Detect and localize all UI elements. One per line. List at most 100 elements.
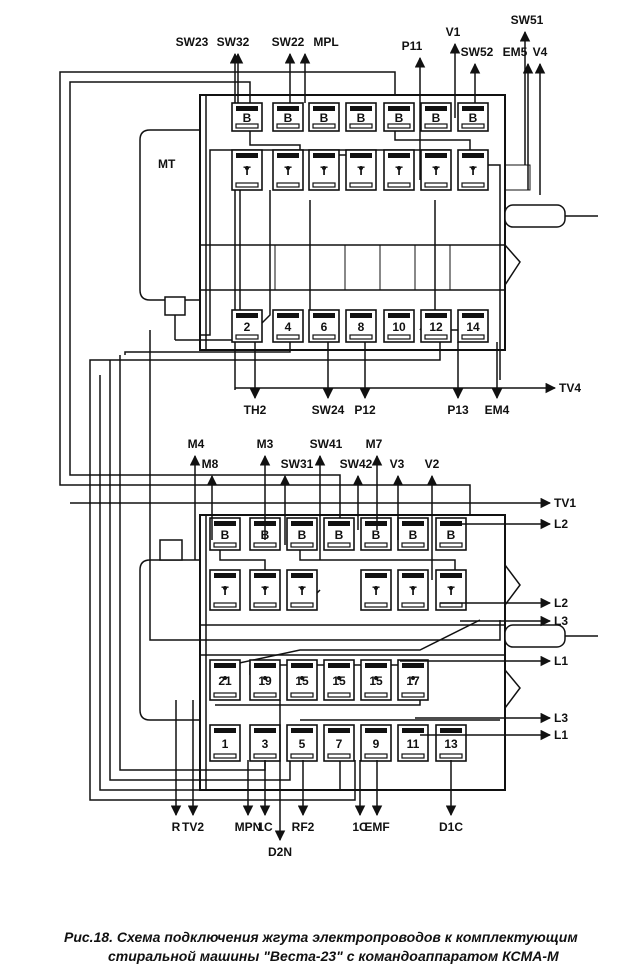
lead-tv4: TV4 [559,381,581,395]
lead-1c-right: 1C [352,820,368,834]
bottom-lower-terminal-13: 13 [435,724,467,762]
top-num-terminal-14: 14 [457,309,489,343]
bottom-lower-terminal-7-label: 7 [336,737,343,751]
lead-r: R [172,820,181,834]
bottom-lower-terminal-11: 11 [397,724,429,762]
top-t-terminal-2: T [272,149,304,191]
top-b-terminal-1-label: B [243,111,252,125]
top-num-terminal-2-label: 2 [244,320,251,334]
bottom-b-terminal-4-label: B [335,528,344,542]
lead-em5: EM5 [503,45,528,59]
bottom-lower-terminal-1-label: 1 [222,737,229,751]
bottom-b-terminal-3: B [286,517,318,551]
lead-sw32: SW32 [217,35,250,49]
top-b-terminal-4: B [345,102,377,132]
bottom-lower-terminal-9: 9 [360,724,392,762]
top-b-terminal-5: B [383,102,415,132]
lead-l1-upper: L1 [554,654,568,668]
top-b-terminal-4-label: B [357,111,366,125]
bottom-b-terminal-1-label: B [221,528,230,542]
lead-sw51: SW51 [511,13,544,27]
bottom-upper-terminal-1-label: 21 [218,674,232,688]
top-num-terminal-8: 8 [345,309,377,343]
bottom-t-terminal-3: T [286,569,318,611]
top-num-terminal-2: 2 [231,309,263,343]
top-t-terminal-6: T [420,149,452,191]
bottom-b-terminal-7-label: B [447,528,456,542]
lead-m7: M7 [366,437,383,451]
bottom-t-terminal-1-label: T [221,584,229,598]
figure-caption: Рис.18. Схема подключения жгута электроп… [64,928,624,966]
top-num-terminal-14-label: 14 [466,320,480,334]
bottom-t-terminal-6: T [397,569,429,611]
top-t-terminal-4: T [345,149,377,191]
lead-tv2: TV2 [182,820,204,834]
caption-line-2: стиральной машины "Веста-23" с командоап… [108,948,559,964]
bottom-lower-terminal-3-label: 3 [262,737,269,751]
top-num-terminal-6-label: 6 [321,320,328,334]
mt-label: MT [158,157,176,171]
bottom-upper-terminal-2: 19 [249,659,281,701]
bottom-t-terminal-5: T [360,569,392,611]
lead-sw23: SW23 [176,35,209,49]
mt-outline [139,129,200,301]
lead-l3-upper: L3 [554,614,568,628]
lead-rf2: RF2 [292,820,315,834]
bottom-lower-terminal-9-label: 9 [373,737,380,751]
bottom-b-terminal-1: B [209,517,241,551]
lead-sw41: SW41 [310,437,343,451]
top-b-terminal-3-label: B [320,111,329,125]
top-t-terminal-5-label: T [395,164,403,178]
top-unit-body [199,94,506,351]
top-num-terminal-8-label: 8 [358,320,365,334]
top-t-terminal-2-label: T [284,164,292,178]
bottom-upper-terminal-2-label: 19 [258,674,272,688]
lead-l2-lower: L2 [554,596,568,610]
bottom-lower-terminal-1: 1 [209,724,241,762]
top-t-terminal-5: T [383,149,415,191]
lead-m3: M3 [257,437,274,451]
bottom-t-terminal-7: T [435,569,467,611]
bottom-upper-terminal-4-label: 15 [332,674,346,688]
bottom-upper-terminal-5-label: 15 [369,674,383,688]
lead-em4: EM4 [485,403,510,417]
bottom-upper-terminal-5: 15 [360,659,392,701]
top-num-terminal-10: 10 [383,309,415,343]
top-b-terminal-5-label: B [395,111,404,125]
lead-d2n: D2N [268,845,292,859]
lead-d1c: D1C [439,820,463,834]
top-num-terminal-6: 6 [308,309,340,343]
top-t-terminal-3-label: T [320,164,328,178]
bottom-t-terminal-2-label: T [261,584,269,598]
bottom-t-terminal-6-label: T [409,584,417,598]
top-t-terminal-7-label: T [469,164,477,178]
bottom-unit-terminals: BBBBBBBTTTTTT211915151517135791113 [209,517,467,762]
lead-l3-lower: L3 [554,711,568,725]
lead-emf: EMF [364,820,389,834]
bottom-lower-terminal-5: 5 [286,724,318,762]
bottom-b-terminal-4: B [323,517,355,551]
bottom-b-terminal-6-label: B [409,528,418,542]
bottom-b-terminal-6: B [397,517,429,551]
lead-v2: V2 [425,457,440,471]
lead-m8: M8 [202,457,219,471]
bottom-b-terminal-5: B [360,517,392,551]
bottom-b-terminal-5-label: B [372,528,381,542]
top-b-terminal-7: B [457,102,489,132]
lead-tv1: TV1 [554,496,576,510]
lead-mpn: MPN [235,820,262,834]
bottom-lower-terminal-11-label: 11 [407,737,420,751]
top-num-terminal-12: 12 [420,309,452,343]
bottom-lower-terminal-7: 7 [323,724,355,762]
lead-v4: V4 [533,45,548,59]
lead-sw42: SW42 [340,457,373,471]
top-t-terminal-3: T [308,149,340,191]
top-b-terminal-3: B [308,102,340,132]
top-b-terminal-6: B [420,102,452,132]
lead-p13: P13 [447,403,469,417]
bottom-upper-terminal-3: 15 [286,659,318,701]
bottom-upper-terminal-4: 15 [323,659,355,701]
